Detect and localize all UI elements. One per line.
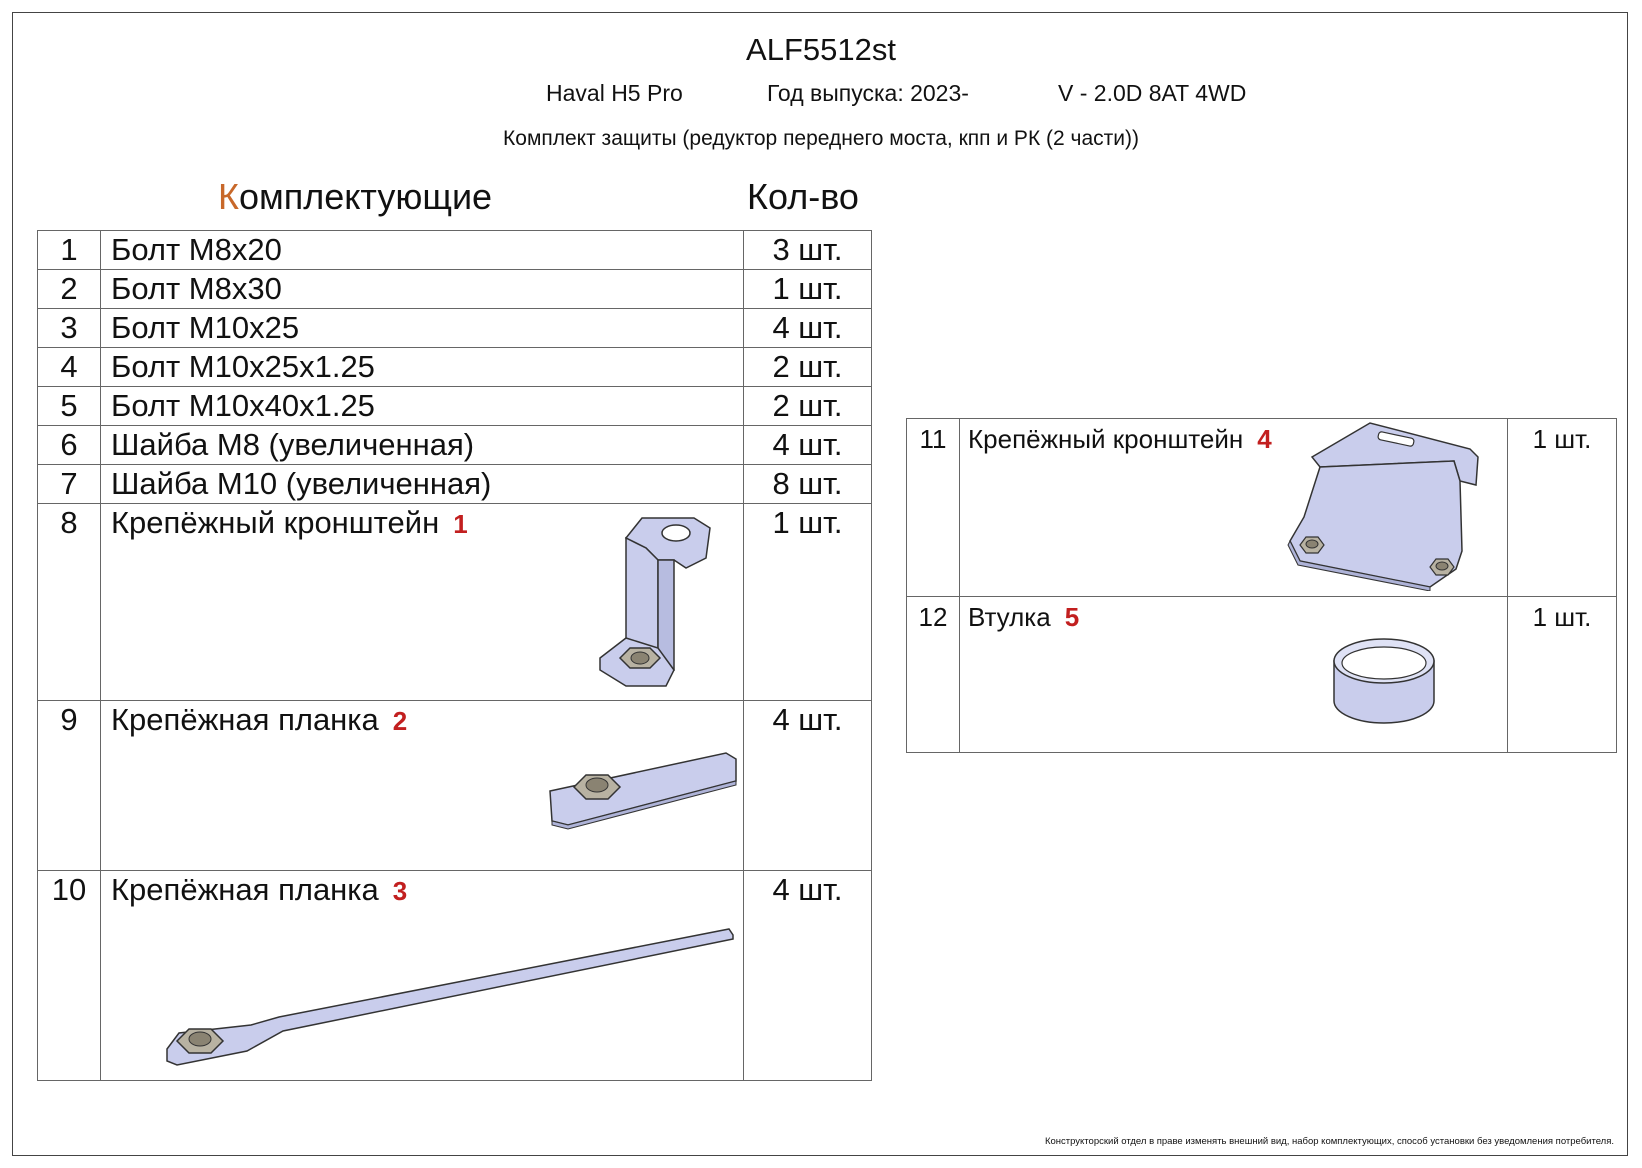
table-row: 3 Болт М10х25 4 шт. (37, 308, 872, 348)
table-row: 11 Крепёжный кронштейн 4 1 шт. (906, 418, 1617, 597)
row-number: 1 (37, 230, 101, 270)
row-name: Шайба М10 (увеличенная) (100, 464, 744, 504)
mounting-plate-2-icon (549, 752, 737, 830)
part-name: Крепёжный кронштейн (111, 505, 440, 540)
table-row: 12 Втулка 5 1 шт. (906, 596, 1617, 753)
table-row: 5 Болт М10х40х1.25 2 шт. (37, 386, 872, 426)
table-row: 6 Шайба М8 (увеличенная) 4 шт. (37, 425, 872, 465)
row-qty: 1 шт. (743, 503, 872, 701)
row-number: 6 (37, 425, 101, 465)
row-number: 8 (37, 503, 101, 701)
page-frame (12, 12, 1628, 1156)
car-model: Haval H5 Pro (546, 80, 683, 106)
row-number: 9 (37, 700, 101, 871)
table-row: 9 Крепёжная планка 2 4 шт. (37, 700, 872, 871)
mounting-plate-3-icon (166, 928, 734, 1066)
row-qty: 8 шт. (743, 464, 872, 504)
mounting-bracket-4-icon (1287, 422, 1479, 591)
row-qty: 4 шт. (743, 308, 872, 348)
qty-header: Кол-во (747, 176, 859, 217)
row-qty: 1 шт. (1507, 418, 1617, 597)
row-qty: 1 шт. (1507, 596, 1617, 753)
part-name: Крепёжная планка (111, 702, 379, 737)
row-name: Болт М10х40х1.25 (100, 386, 744, 426)
part-name: Крепёжная планка (111, 872, 379, 907)
part-name: Втулка (968, 602, 1051, 632)
release-year: Год выпуска: 2023- (767, 80, 969, 106)
row-number: 3 (37, 308, 101, 348)
row-name: Болт М8х30 (100, 269, 744, 309)
table-row: 7 Шайба М10 (увеличенная) 8 шт. (37, 464, 872, 504)
table-row: 1 Болт М8х20 3 шт. (37, 230, 872, 270)
table-row: 2 Болт М8х30 1 шт. (37, 269, 872, 309)
parts-table-right: 11 Крепёжный кронштейн 4 1 шт. 12 Втулка 5 (906, 418, 1617, 753)
parts-table-left: 1 Болт М8х20 3 шт. 2 Болт М8х30 1 шт. 3 … (37, 230, 872, 1081)
row-name: Шайба М8 (увеличенная) (100, 425, 744, 465)
article-title: ALF5512st (746, 32, 896, 67)
parts-header-first-letter: К (218, 176, 239, 217)
row-number: 12 (906, 596, 960, 753)
row-qty: 3 шт. (743, 230, 872, 270)
row-qty: 4 шт. (743, 870, 872, 1081)
parts-header: Комплектующие (218, 176, 492, 218)
parts-header-rest: омплектующие (238, 176, 493, 217)
footer-disclaimer: Конструкторский отдел в праве изменять в… (1044, 1136, 1614, 1147)
row-number: 2 (37, 269, 101, 309)
kit-description: Комплект защиты (редуктор переднего мост… (503, 127, 1139, 150)
table-row: 10 Крепёжная планка 3 4 шт. (37, 870, 872, 1081)
part-tag: 4 (1257, 424, 1272, 454)
row-number: 10 (37, 870, 101, 1081)
row-name: Болт М10х25х1.25 (100, 347, 744, 387)
row-name: Крепёжная планка 2 (100, 700, 744, 871)
row-number: 5 (37, 386, 101, 426)
mounting-bracket-1-icon (599, 517, 711, 687)
row-qty: 2 шт. (743, 386, 872, 426)
row-name: Крепёжная планка 3 (100, 870, 744, 1081)
engine-spec: V - 2.0D 8AT 4WD (1058, 80, 1247, 106)
part-tag: 1 (453, 509, 468, 539)
table-row: 4 Болт М10х25х1.25 2 шт. (37, 347, 872, 387)
row-qty: 4 шт. (743, 700, 872, 871)
row-name: Крепёжный кронштейн 4 (959, 418, 1508, 597)
row-number: 7 (37, 464, 101, 504)
row-name: Болт М8х20 (100, 230, 744, 270)
row-qty: 4 шт. (743, 425, 872, 465)
part-name: Крепёжный кронштейн (968, 424, 1244, 454)
row-name: Болт М10х25 (100, 308, 744, 348)
part-tag: 2 (392, 706, 408, 736)
row-qty: 1 шт. (743, 269, 872, 309)
row-name: Втулка 5 (959, 596, 1508, 753)
table-row: 8 Крепёжный кронштейн 1 1 шт. (37, 503, 872, 701)
row-number: 11 (906, 418, 960, 597)
row-name: Крепёжный кронштейн 1 (100, 503, 744, 701)
row-number: 4 (37, 347, 101, 387)
row-qty: 2 шт. (743, 347, 872, 387)
bushing-5-icon (1333, 638, 1435, 724)
part-tag: 5 (1064, 602, 1080, 632)
part-tag: 3 (392, 876, 408, 906)
